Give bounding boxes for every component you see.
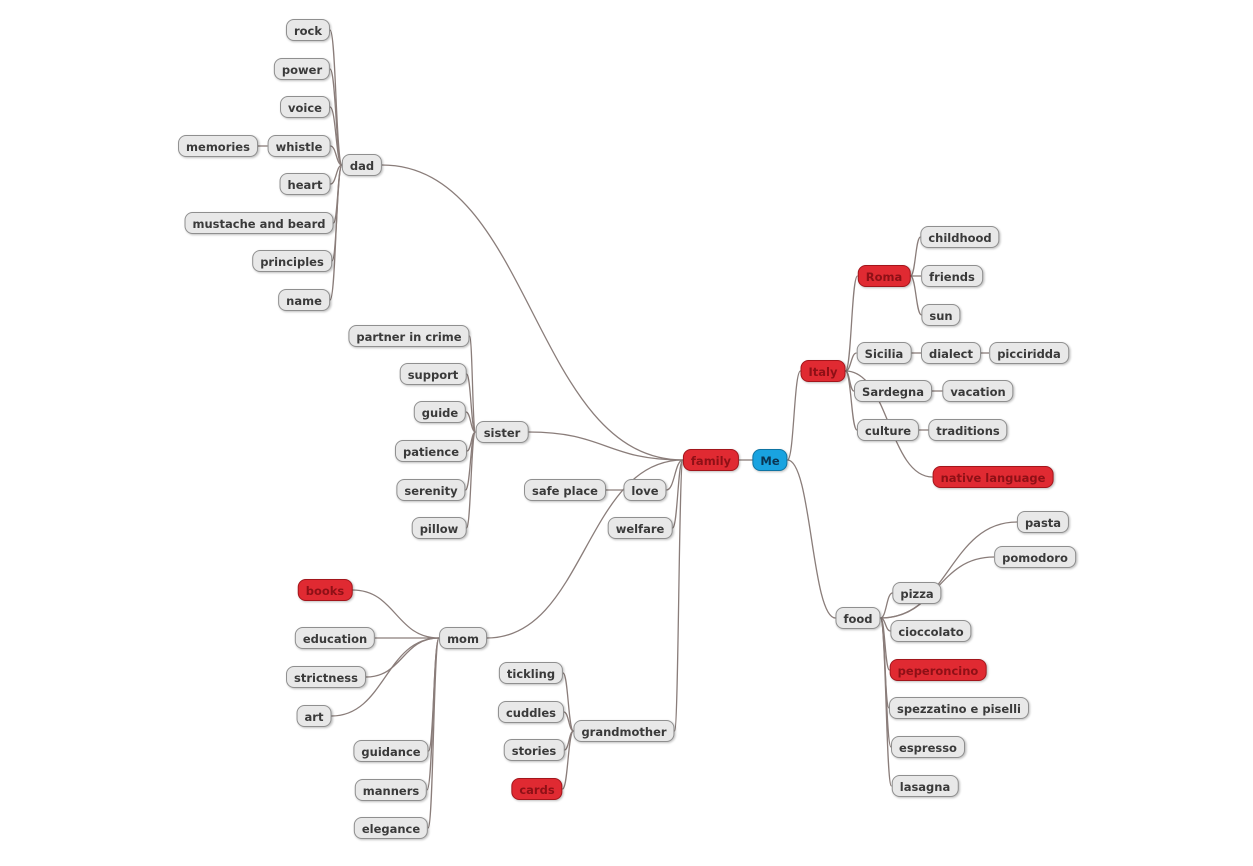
edge-sister-support	[465, 373, 477, 433]
edge-sister-guide	[465, 411, 476, 433]
node-italy[interactable]: Italy	[800, 360, 846, 382]
node-friends[interactable]: friends	[921, 265, 983, 287]
node-voice[interactable]: voice	[280, 96, 330, 118]
edge-dad-voice	[329, 106, 343, 166]
edge-grandmother-tickling	[562, 672, 575, 732]
edge-sister-pillow	[465, 431, 477, 529]
node-patience[interactable]: patience	[394, 440, 468, 462]
node-pomodoro[interactable]: pomodoro	[994, 546, 1076, 568]
node-heart[interactable]: heart	[279, 173, 331, 195]
node-roma[interactable]: Roma	[857, 265, 911, 287]
edge-mom-strictness	[365, 637, 440, 678]
node-childhood[interactable]: childhood	[920, 226, 1000, 248]
edge-roma-sun	[909, 275, 923, 316]
edge-grandmother-cuddles	[563, 711, 574, 732]
edge-grandmother-cards	[561, 730, 575, 790]
node-cuddles[interactable]: cuddles	[497, 701, 565, 723]
node-pillow[interactable]: pillow	[411, 517, 467, 539]
node-peperoncino[interactable]: peperoncino	[889, 659, 987, 681]
node-espresso[interactable]: espresso	[891, 736, 965, 758]
node-serenity[interactable]: serenity	[396, 479, 466, 501]
node-dad[interactable]: dad	[341, 154, 383, 176]
edge-mom-art	[331, 637, 440, 717]
node-principles[interactable]: principles	[252, 250, 332, 272]
node-food[interactable]: food	[835, 607, 881, 629]
node-grandmother[interactable]: grandmother	[573, 720, 675, 742]
node-books[interactable]: books	[297, 579, 353, 601]
edge-sister-partner	[468, 335, 477, 433]
node-spezzatino-e-piselli[interactable]: spezzatino e piselli	[888, 697, 1030, 719]
node-native-language[interactable]: native language	[932, 466, 1054, 488]
node-love[interactable]: love	[623, 479, 667, 501]
node-sardegna[interactable]: Sardegna	[854, 380, 932, 402]
node-pizza[interactable]: pizza	[892, 582, 942, 604]
node-family[interactable]: family	[682, 449, 740, 471]
node-memories[interactable]: memories	[178, 135, 258, 157]
node-tickling[interactable]: tickling	[498, 662, 564, 684]
node-strictness[interactable]: strictness	[286, 666, 366, 688]
node-art[interactable]: art	[296, 705, 332, 727]
node-partner-in-crime[interactable]: partner in crime	[348, 325, 470, 347]
edge-family-welfare	[671, 459, 684, 529]
node-traditions[interactable]: traditions	[928, 419, 1008, 441]
node-lasagna[interactable]: lasagna	[891, 775, 959, 797]
edge-dad-rock	[329, 29, 343, 166]
node-me[interactable]: Me	[752, 449, 788, 471]
node-sister[interactable]: sister	[475, 421, 529, 443]
edge-mom-elegance	[427, 637, 440, 829]
edge-italy-culture	[844, 370, 858, 431]
node-mom[interactable]: mom	[439, 627, 487, 649]
node-stories[interactable]: stories	[503, 739, 565, 761]
node-sun[interactable]: sun	[921, 304, 961, 326]
node-picciridda[interactable]: picciridda	[989, 342, 1069, 364]
edge-dad-whistle	[330, 145, 343, 166]
edge-me-italy	[786, 370, 802, 461]
node-whistle[interactable]: whistle	[267, 135, 331, 157]
node-cards[interactable]: cards	[511, 778, 563, 800]
node-education[interactable]: education	[294, 627, 376, 649]
node-sicilia[interactable]: Sicilia	[856, 342, 912, 364]
edge-family-sister	[528, 431, 684, 461]
edge-me-food	[787, 459, 836, 619]
edge-food-pizza	[880, 592, 893, 619]
edge-family-dad	[381, 164, 684, 461]
node-name[interactable]: name	[278, 289, 330, 311]
node-mustache-and-beard[interactable]: mustache and beard	[184, 212, 334, 234]
edge-family-grandmother	[673, 459, 684, 732]
edge-family-love	[666, 459, 684, 491]
node-cioccolato[interactable]: cioccolato	[890, 620, 972, 642]
node-power[interactable]: power	[273, 58, 331, 80]
node-welfare[interactable]: welfare	[607, 517, 673, 539]
node-vacation[interactable]: vacation	[942, 380, 1014, 402]
node-manners[interactable]: manners	[354, 779, 428, 801]
edge-roma-childhood	[909, 236, 922, 277]
edge-mom-books	[352, 589, 440, 639]
node-elegance[interactable]: elegance	[353, 817, 429, 839]
node-guidance[interactable]: guidance	[353, 740, 429, 762]
node-pasta[interactable]: pasta	[1016, 511, 1070, 533]
edge-italy-roma	[844, 275, 859, 372]
node-rock[interactable]: rock	[285, 19, 331, 41]
node-culture[interactable]: culture	[856, 419, 920, 441]
node-safe-place[interactable]: safe place	[524, 479, 606, 501]
node-dialect[interactable]: dialect	[921, 342, 981, 364]
edge-food-lasagna	[879, 617, 893, 787]
edge-dad-name	[329, 164, 343, 301]
edge-family-mom	[486, 459, 684, 639]
node-guide[interactable]: guide	[413, 401, 467, 423]
node-support[interactable]: support	[399, 363, 467, 385]
